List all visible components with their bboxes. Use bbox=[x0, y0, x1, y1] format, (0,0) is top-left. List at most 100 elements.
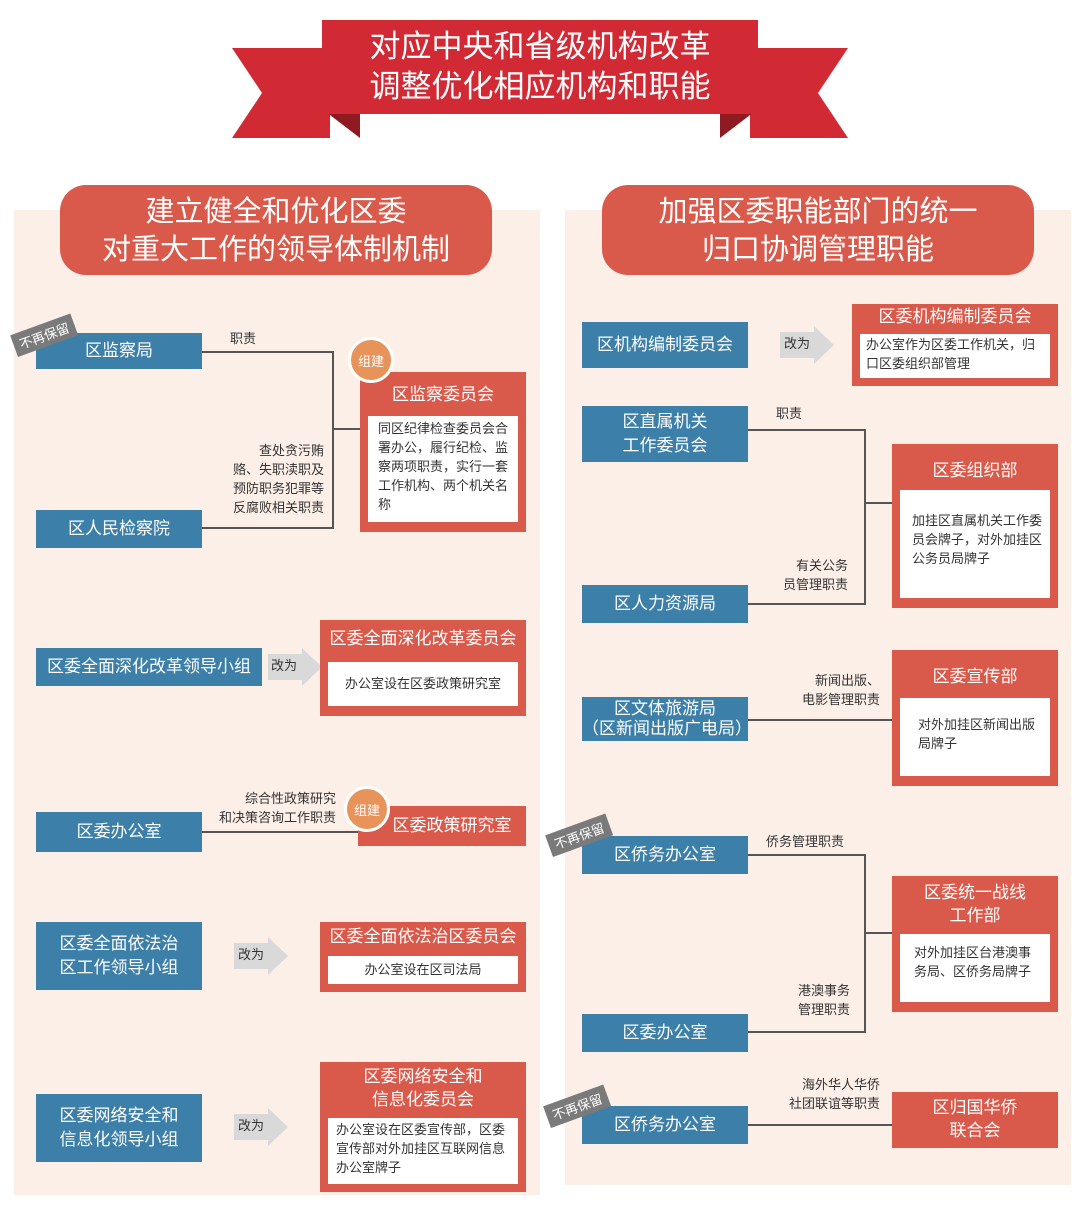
title: 区委宣传部 bbox=[932, 667, 1018, 687]
label: 区委全面深化改革领导小组 bbox=[47, 657, 251, 677]
connector bbox=[202, 831, 358, 833]
node-committee-establishment-commission: 区委机构编制委员会 办公室作为区委工作机关，归口区委组织部管理 bbox=[852, 304, 1058, 386]
line: 新闻出版、 bbox=[814, 674, 880, 689]
connector bbox=[332, 351, 334, 529]
left-header-line1: 建立健全和优化区委 bbox=[145, 194, 407, 228]
left-header-line2: 对重大工作的领导体制机制 bbox=[101, 232, 450, 266]
description: 同区纪律检查委员会合署办公，履行纪检、监察两项职责，实行一套工作机构、两个机关名… bbox=[368, 416, 518, 522]
node-reform-leading-group: 区委全面深化改革领导小组 bbox=[36, 648, 262, 686]
banner-ribbon bbox=[232, 20, 848, 138]
connector bbox=[748, 1031, 866, 1033]
label-duty: 职责 bbox=[230, 332, 257, 347]
label: 区委全面依法治 bbox=[59, 934, 179, 954]
node-rule-of-law-leading-group: 区委全面依法治 区工作领导小组 bbox=[36, 922, 202, 990]
line: 有关公务 bbox=[795, 559, 848, 574]
connector bbox=[748, 719, 892, 721]
label: 区直属机关 bbox=[622, 412, 708, 432]
node-district-committee-office: 区委办公室 bbox=[36, 812, 202, 852]
connector bbox=[332, 428, 360, 430]
node-establishment-committee: 区机构编制委员会 bbox=[582, 322, 748, 368]
label-policy-research: 综合性政策研究 和决策咨询工作职责 bbox=[206, 790, 336, 828]
connector bbox=[748, 1124, 892, 1126]
connector bbox=[748, 603, 866, 605]
line: 管理职责 bbox=[797, 1003, 850, 1018]
connector bbox=[748, 854, 866, 856]
title: 区监察委员会 bbox=[392, 385, 494, 405]
line: 综合性政策研究 bbox=[244, 792, 336, 807]
node-rule-of-law-commission: 区委全面依法治区委员会 办公室设在区司法局 bbox=[320, 922, 526, 992]
label: 区委办公室 bbox=[76, 822, 162, 842]
label-press-film-duties: 新闻出版、 电影管理职责 bbox=[776, 672, 880, 710]
title: 区委全面深化改革委员会 bbox=[329, 629, 517, 649]
label: 区侨务办公室 bbox=[614, 1115, 716, 1135]
title: 区委统一战线 工作部 bbox=[892, 882, 1058, 928]
label-overseas-associations-duties: 海外华人华侨 社团联谊等职责 bbox=[774, 1076, 880, 1114]
label-hk-macao-duties: 港澳事务 管理职责 bbox=[756, 982, 850, 1020]
arrow-label: 改为 bbox=[784, 337, 811, 352]
node-committee-office: 区委办公室 bbox=[582, 1014, 748, 1052]
title: 区委组织部 bbox=[932, 461, 1018, 481]
arrow-changed-to bbox=[234, 1108, 288, 1146]
label-overseas-affairs-duties: 侨务管理职责 bbox=[766, 835, 845, 850]
node-culture-tourism-bureau: 区文体旅游局 （区新闻出版广电局） bbox=[582, 697, 752, 741]
badge-text: 组建 bbox=[357, 354, 384, 370]
node-united-front-department: 区委统一战线 工作部 对外加挂区台港澳事务局、区侨务局牌子 bbox=[892, 876, 1058, 1012]
line: 信息化委员会 bbox=[372, 1090, 474, 1110]
line: 港澳事务 bbox=[797, 984, 850, 999]
arrow-changed-to bbox=[268, 648, 322, 686]
label: 区机构编制委员会 bbox=[597, 335, 733, 355]
label: 区监察局 bbox=[85, 341, 153, 361]
description: 办公室作为区委工作机关，归口区委组织部管理 bbox=[860, 334, 1050, 378]
title: 区委网络安全和 信息化委员会 bbox=[320, 1066, 526, 1112]
right-header-line2: 归口协调管理职能 bbox=[701, 232, 934, 266]
node-publicity-department: 区委宣传部 对外加挂区新闻出版局牌子 bbox=[892, 650, 1058, 786]
node-returned-overseas-chinese-federation: 区归国华侨 联合会 bbox=[892, 1092, 1058, 1148]
line: 赂、失职渎职及 bbox=[232, 463, 324, 478]
node-district-procuratorate: 区人民检察院 bbox=[36, 510, 202, 548]
right-header-line1: 加强区委职能部门的统一 bbox=[658, 194, 978, 228]
description: 办公室设在区委政策研究室 bbox=[328, 662, 518, 706]
banner-title: 对应中央和省级机构改革 调整优化相应机构和职能 bbox=[322, 20, 758, 114]
label-anti-corruption-duties: 查处贪污贿 赂、失职渎职及 预防职务犯罪等 反腐败相关职责 bbox=[214, 442, 324, 518]
banner-line1: 对应中央和省级机构改革 bbox=[369, 29, 711, 65]
line: 和决策咨询工作职责 bbox=[218, 811, 336, 826]
line: 联合会 bbox=[949, 1121, 1001, 1141]
node-organization-department: 区委组织部 加挂区直属机关工作委员会牌子，对外加挂区公务员局牌子 bbox=[892, 444, 1058, 608]
node-overseas-chinese-office-2: 区侨务办公室 bbox=[582, 1106, 748, 1144]
title: 区委全面依法治区委员会 bbox=[329, 927, 517, 947]
connector bbox=[864, 429, 866, 605]
line: 预防职务犯罪等 bbox=[232, 482, 324, 497]
node-district-supervisory-commission: 区监察委员会 同区纪律检查委员会合署办公，履行纪检、监察两项职责，实行一套工作机… bbox=[360, 372, 526, 532]
description: 办公室设在区委宣传部，区委宣传部对外加挂区互联网信息办公室牌子 bbox=[328, 1118, 518, 1184]
line: 社团联谊等职责 bbox=[788, 1097, 880, 1112]
label: 区人力资源局 bbox=[614, 594, 716, 614]
line: 工作部 bbox=[949, 906, 1001, 926]
badge-text: 组建 bbox=[353, 803, 380, 819]
connector bbox=[202, 351, 334, 353]
connector bbox=[864, 932, 892, 934]
node-reform-commission: 区委全面深化改革委员会 办公室设在区委政策研究室 bbox=[320, 620, 526, 716]
establish-badge: 组建 bbox=[348, 337, 394, 383]
title: 区归国华侨 联合会 bbox=[933, 1097, 1018, 1143]
description: 办公室设在区司法局 bbox=[328, 956, 518, 984]
line: 反腐败相关职责 bbox=[232, 501, 324, 516]
connector bbox=[864, 854, 866, 1033]
arrow-label: 改为 bbox=[271, 659, 298, 674]
line: 区归国华侨 bbox=[932, 1098, 1018, 1118]
banner-line2: 调整优化相应机构和职能 bbox=[369, 69, 711, 105]
line: 区委统一战线 bbox=[924, 883, 1026, 903]
label-duty: 职责 bbox=[776, 407, 803, 422]
label: 区文体旅游局 bbox=[614, 699, 716, 719]
node-human-resources-bureau: 区人力资源局 bbox=[582, 585, 748, 623]
label: 区人民检察院 bbox=[68, 519, 170, 539]
node-cyber-commission: 区委网络安全和 信息化委员会 办公室设在区委宣传部，区委宣传部对外加挂区互联网信… bbox=[320, 1062, 526, 1192]
connector bbox=[864, 502, 892, 504]
connector bbox=[202, 527, 334, 529]
establish-badge: 组建 bbox=[344, 786, 390, 832]
line: 查处贪污贿 bbox=[258, 444, 324, 459]
node-cyber-leading-group: 区委网络安全和 信息化领导小组 bbox=[36, 1094, 202, 1162]
label: （区新闻出版广电局） bbox=[582, 719, 752, 739]
label: 区侨务办公室 bbox=[614, 845, 716, 865]
left-header: 建立健全和优化区委 对重大工作的领导体制机制 bbox=[60, 185, 492, 275]
description: 加挂区直属机关工作委员会牌子，对外加挂区公务员局牌子 bbox=[900, 490, 1050, 598]
